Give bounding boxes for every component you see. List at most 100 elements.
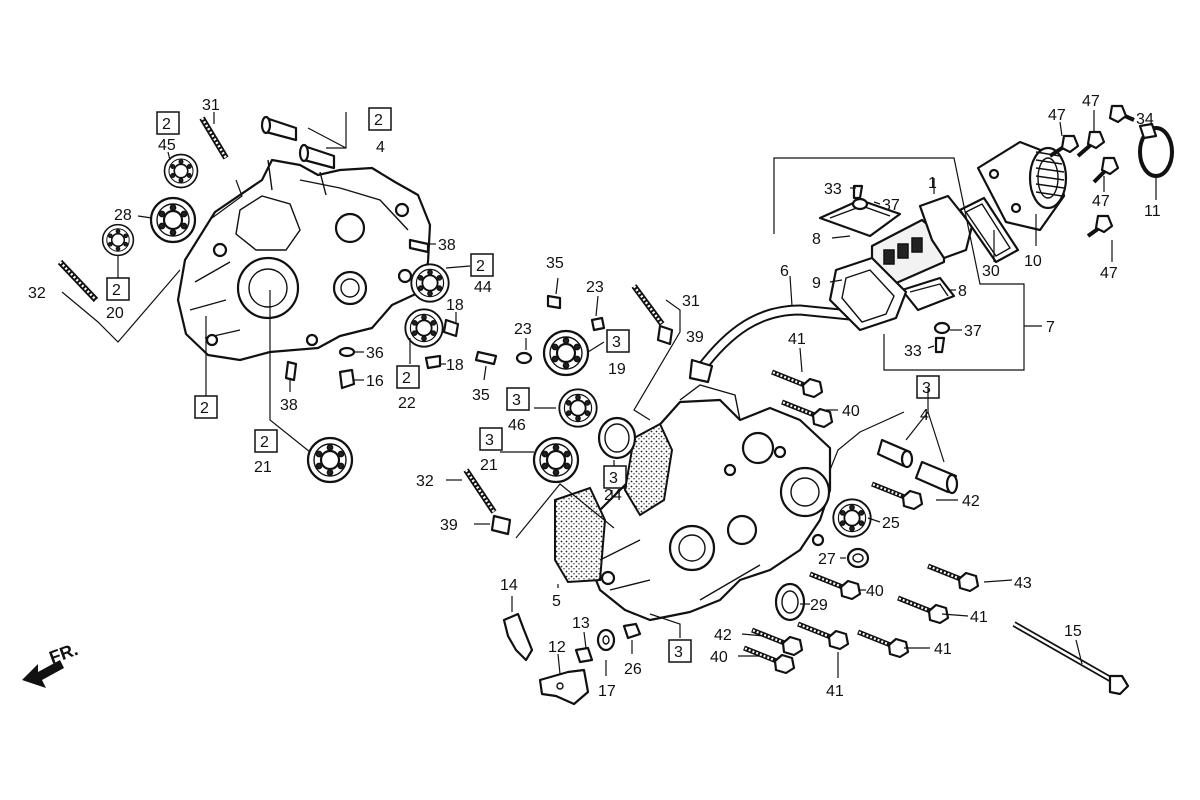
callout: 9 <box>812 275 821 292</box>
callout-box: 2 <box>374 112 383 129</box>
callout-box: 3 <box>674 644 683 661</box>
intake-manifold-10 <box>976 140 1068 232</box>
callout: 27 <box>818 551 836 568</box>
callout: 17 <box>598 683 616 700</box>
callout-box: 3 <box>922 380 931 397</box>
callout: 32 <box>28 285 46 302</box>
bolt-40-mid <box>810 574 860 599</box>
callout: 41 <box>788 331 806 348</box>
front-label: FR. <box>47 639 81 668</box>
callout-box: 3 <box>609 470 618 487</box>
callout: 42 <box>714 627 732 644</box>
callout: 38 <box>438 237 456 254</box>
bearing-22 <box>404 308 444 348</box>
callout-box: 2 <box>402 370 411 387</box>
seal-29 <box>774 582 806 622</box>
front-arrow-icon <box>22 660 64 688</box>
callout: 41 <box>826 683 844 700</box>
seal-27 <box>846 547 870 569</box>
callout: 30 <box>982 263 1000 280</box>
bolt-41-mid <box>898 598 948 623</box>
callout: 6 <box>780 263 789 280</box>
callout: 42 <box>962 493 980 510</box>
callout: 40 <box>710 649 728 666</box>
callout: 35 <box>546 255 564 272</box>
callout-box: 3 <box>485 432 494 449</box>
callout: 41 <box>970 609 988 626</box>
callout: 13 <box>572 615 590 632</box>
callout: 24 <box>604 487 622 504</box>
callout: 35 <box>472 387 490 404</box>
callout: 20 <box>106 305 124 322</box>
callout: 39 <box>440 517 458 534</box>
callout: 21 <box>480 457 498 474</box>
stud-31-left <box>199 116 229 160</box>
bracket-12 <box>538 668 590 706</box>
stud-31-middle <box>631 284 665 326</box>
callout: 10 <box>1024 253 1042 270</box>
callout: 22 <box>398 395 416 412</box>
callout: 4 <box>376 139 385 156</box>
callout: 47 <box>1082 93 1100 110</box>
callout-labels: 2 2 2 2 2 2 2 3 3 3 3 3 3 31 45 28 20 32… <box>28 93 1161 700</box>
callout: 47 <box>1100 265 1118 282</box>
callout: 38 <box>280 397 298 414</box>
callout: 18 <box>446 297 464 314</box>
boxed-references <box>106 107 940 663</box>
callout-box: 2 <box>112 282 121 299</box>
dowel-pin-pair-top-left <box>260 115 336 170</box>
callout: 26 <box>624 661 642 678</box>
right-crankcase-half <box>554 384 832 622</box>
stud-32-left <box>57 259 99 303</box>
callout: 33 <box>824 181 842 198</box>
bearing-46 <box>558 388 598 428</box>
bolt-42-bottom <box>752 630 802 655</box>
callout: 23 <box>514 321 532 338</box>
bolt-42-right <box>872 484 922 509</box>
callout: 28 <box>114 207 132 224</box>
callout: 11 <box>1144 203 1161 220</box>
front-direction-indicator: FR. <box>22 639 81 688</box>
breather-hose <box>688 304 866 384</box>
callout: 45 <box>158 137 176 154</box>
callout: 15 <box>1064 623 1082 640</box>
gasket-30 <box>958 196 1020 264</box>
callout: 16 <box>366 373 384 390</box>
callout: 7 <box>1046 319 1055 336</box>
long-bolt-15 <box>1012 621 1130 696</box>
callout: 34 <box>1136 111 1154 128</box>
callout: 47 <box>1048 107 1066 124</box>
hose-clamp-11 <box>1138 122 1174 178</box>
needle-bearing-24 <box>597 416 637 460</box>
callout: 8 <box>958 283 967 300</box>
callout-box: 3 <box>512 392 521 409</box>
bearing-21-left <box>306 436 354 484</box>
callout: 36 <box>366 345 384 362</box>
callout: 47 <box>1092 193 1110 210</box>
callout: 41 <box>934 641 952 658</box>
callout: 19 <box>608 361 626 378</box>
callout: 32 <box>416 473 434 490</box>
manifold-bolts <box>1048 104 1135 238</box>
callout-box: 2 <box>162 116 171 133</box>
dowel-pin-pair-right <box>876 438 959 495</box>
bearing-28 <box>149 196 197 244</box>
callout: 23 <box>586 279 604 296</box>
callout-box: 3 <box>612 334 621 351</box>
bolt-41-bottom <box>798 624 848 649</box>
bearing-25 <box>832 498 872 538</box>
bolt-43 <box>928 566 978 591</box>
callout: 1 <box>928 175 937 192</box>
stud-32-middle <box>463 468 497 514</box>
callout: 44 <box>474 279 492 296</box>
callout: 25 <box>882 515 900 532</box>
callout: 5 <box>552 593 561 610</box>
callout: 31 <box>202 97 220 114</box>
callout-box: 2 <box>476 258 485 275</box>
bearing-19 <box>542 329 590 377</box>
small-hardware-left <box>284 238 460 390</box>
callout: 37 <box>882 197 900 214</box>
callout-box: 2 <box>260 434 269 451</box>
